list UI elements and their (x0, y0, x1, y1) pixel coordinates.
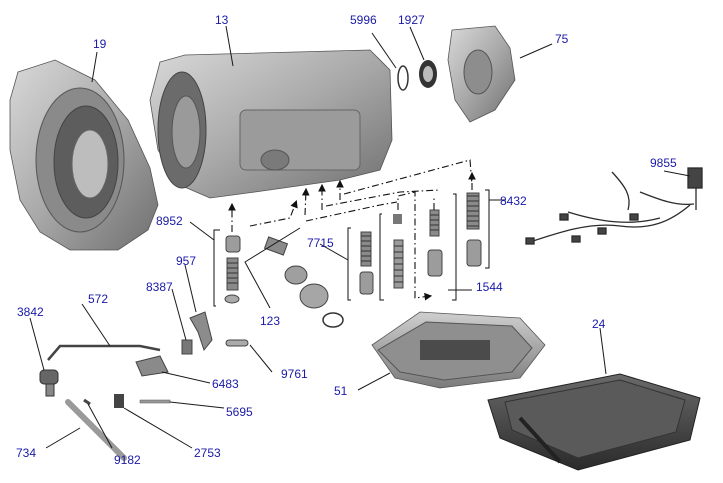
transmission-case-part[interactable] (149, 49, 393, 199)
valve-spring-assembly-1544-part[interactable] (393, 209, 443, 289)
part-label-3842[interactable]: 3842 (17, 305, 44, 319)
shift-lever-3842-part[interactable] (39, 369, 59, 397)
leader-lines (29, 25, 691, 449)
bearing-part[interactable] (419, 60, 437, 88)
part-label-5695[interactable]: 5695 (226, 405, 253, 419)
valve-body-part[interactable] (371, 311, 546, 389)
part-label-957[interactable]: 957 (176, 254, 197, 268)
grouping-brackets (213, 189, 490, 307)
part-label-2753[interactable]: 2753 (194, 446, 221, 460)
pin-9761-part[interactable] (225, 339, 249, 347)
detent-spring-part[interactable] (181, 339, 193, 355)
part-label-6483[interactable]: 6483 (212, 377, 239, 391)
part-label-5996[interactable]: 5996 (350, 13, 377, 27)
part-label-13[interactable]: 13 (215, 13, 229, 27)
bracket-6483-part[interactable] (135, 355, 169, 377)
valve-spring-assembly-right-part[interactable] (466, 192, 482, 267)
part-label-8387[interactable]: 8387 (146, 280, 173, 294)
part-label-19[interactable]: 19 (93, 37, 107, 51)
part-label-8952[interactable]: 8952 (156, 214, 183, 228)
oil-pan-part[interactable] (487, 373, 701, 471)
extension-housing-part[interactable] (447, 25, 516, 123)
bell-housing-part[interactable] (9, 59, 159, 251)
part-label-1544[interactable]: 1544 (476, 280, 503, 294)
part-label-24[interactable]: 24 (592, 317, 606, 331)
part-label-9855[interactable]: 9855 (650, 156, 677, 170)
part-label-75[interactable]: 75 (555, 32, 569, 46)
shaft-734-part[interactable] (65, 399, 127, 461)
part-9182[interactable] (83, 398, 91, 406)
part-label-8432[interactable]: 8432 (500, 194, 527, 208)
part-label-51[interactable]: 51 (334, 384, 348, 398)
valve-spring-assembly-7715-part[interactable] (359, 231, 374, 295)
rod-5695-part[interactable] (139, 399, 171, 404)
part-label-123[interactable]: 123 (260, 314, 281, 328)
wiring-harness-part[interactable] (525, 167, 703, 245)
part-2753[interactable] (114, 394, 124, 408)
snap-ring-part[interactable] (397, 65, 409, 91)
valve-spring-assembly-8952-part[interactable] (224, 235, 241, 304)
manual-valve-lever-part[interactable] (189, 311, 213, 352)
part-label-7715[interactable]: 7715 (307, 236, 334, 250)
part-label-9182[interactable]: 9182 (114, 453, 141, 467)
part-label-734[interactable]: 734 (16, 446, 37, 460)
part-label-9761[interactable]: 9761 (281, 367, 308, 381)
part-label-572[interactable]: 572 (88, 292, 109, 306)
part-label-1927[interactable]: 1927 (398, 13, 425, 27)
control-rod-part[interactable] (47, 344, 161, 361)
accumulator-parts-part[interactable] (263, 236, 344, 328)
routing-arrows (228, 159, 476, 301)
